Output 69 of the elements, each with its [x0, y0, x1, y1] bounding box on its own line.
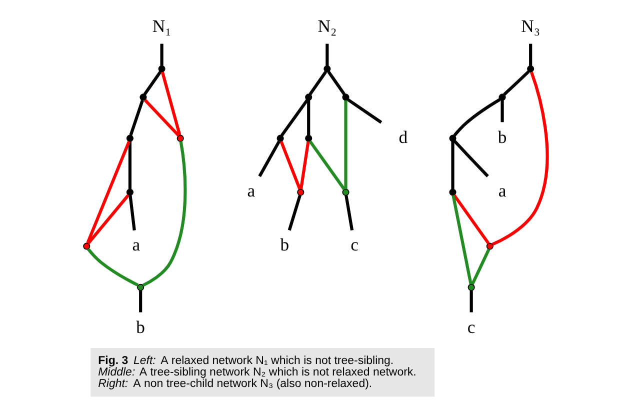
connector: [299, 141, 310, 190]
connector: [500, 100, 504, 122]
node-circle: [176, 134, 184, 142]
connector: [308, 71, 326, 96]
node-text: a: [246, 180, 255, 201]
node-text: d: [398, 126, 408, 147]
connector: [308, 140, 346, 190]
node-text: a: [132, 234, 140, 255]
connector: [86, 248, 138, 287]
node-circle: [526, 65, 534, 72]
node-circle: [448, 188, 456, 196]
connector: [160, 72, 181, 136]
node-circle: [342, 94, 349, 101]
connector: [143, 98, 180, 137]
connector: [128, 100, 144, 136]
connector: [344, 195, 354, 231]
node-circle: [126, 134, 133, 142]
connector: [346, 98, 382, 124]
node-circle: [296, 188, 304, 196]
connector: [502, 70, 530, 96]
connector: [128, 141, 132, 189]
node-circle: [448, 134, 456, 142]
connector: [86, 140, 130, 244]
connector: [160, 44, 163, 66]
connector: [469, 290, 472, 312]
node-text: N₁: [152, 16, 171, 36]
connector: [306, 100, 310, 136]
node-text: c: [350, 234, 358, 255]
connector: [452, 98, 500, 137]
node-circle: [126, 188, 133, 196]
connector: [258, 140, 280, 178]
connector: [325, 44, 328, 66]
connector: [491, 72, 548, 246]
connector: [452, 140, 488, 178]
node-circle: [276, 134, 284, 142]
connector: [326, 71, 346, 96]
connector: [280, 99, 308, 136]
node-circle: [486, 242, 493, 250]
node-circle: [304, 134, 312, 142]
connector: [344, 100, 347, 190]
node-text: N₃: [520, 16, 540, 36]
node-text: a: [498, 180, 506, 201]
connector: [142, 71, 162, 96]
node-circle: [136, 284, 144, 291]
node-circle: [304, 94, 312, 101]
node-circle: [82, 242, 90, 250]
connector: [528, 44, 532, 66]
connector: [86, 194, 130, 244]
connector: [450, 141, 454, 189]
node-circle: [498, 94, 506, 101]
connector: [452, 194, 490, 244]
caption: Fig. 3 Left: A relaxed network N₁ which is not tree-sibling. Middle: A tree-sibling network N₂ which is not relaxed network. Right: A non tree-child network N₃ (also non-relaxed).: [98, 354, 416, 390]
node-circle: [158, 65, 165, 72]
connector: [287, 194, 301, 231]
connector: [451, 195, 472, 285]
connector: [279, 140, 301, 190]
node-text: b: [497, 126, 506, 147]
connector: [142, 141, 186, 287]
connector: [138, 290, 142, 312]
node-circle: [342, 188, 349, 196]
node-text: N₂: [317, 16, 336, 36]
node-circle: [467, 284, 474, 291]
node-text: b: [136, 316, 144, 337]
node-text: b: [280, 234, 289, 255]
node-circle: [323, 65, 330, 72]
node-text: c: [466, 316, 475, 337]
connector: [470, 248, 490, 285]
node-circle: [139, 94, 146, 101]
connector: [128, 195, 136, 230]
